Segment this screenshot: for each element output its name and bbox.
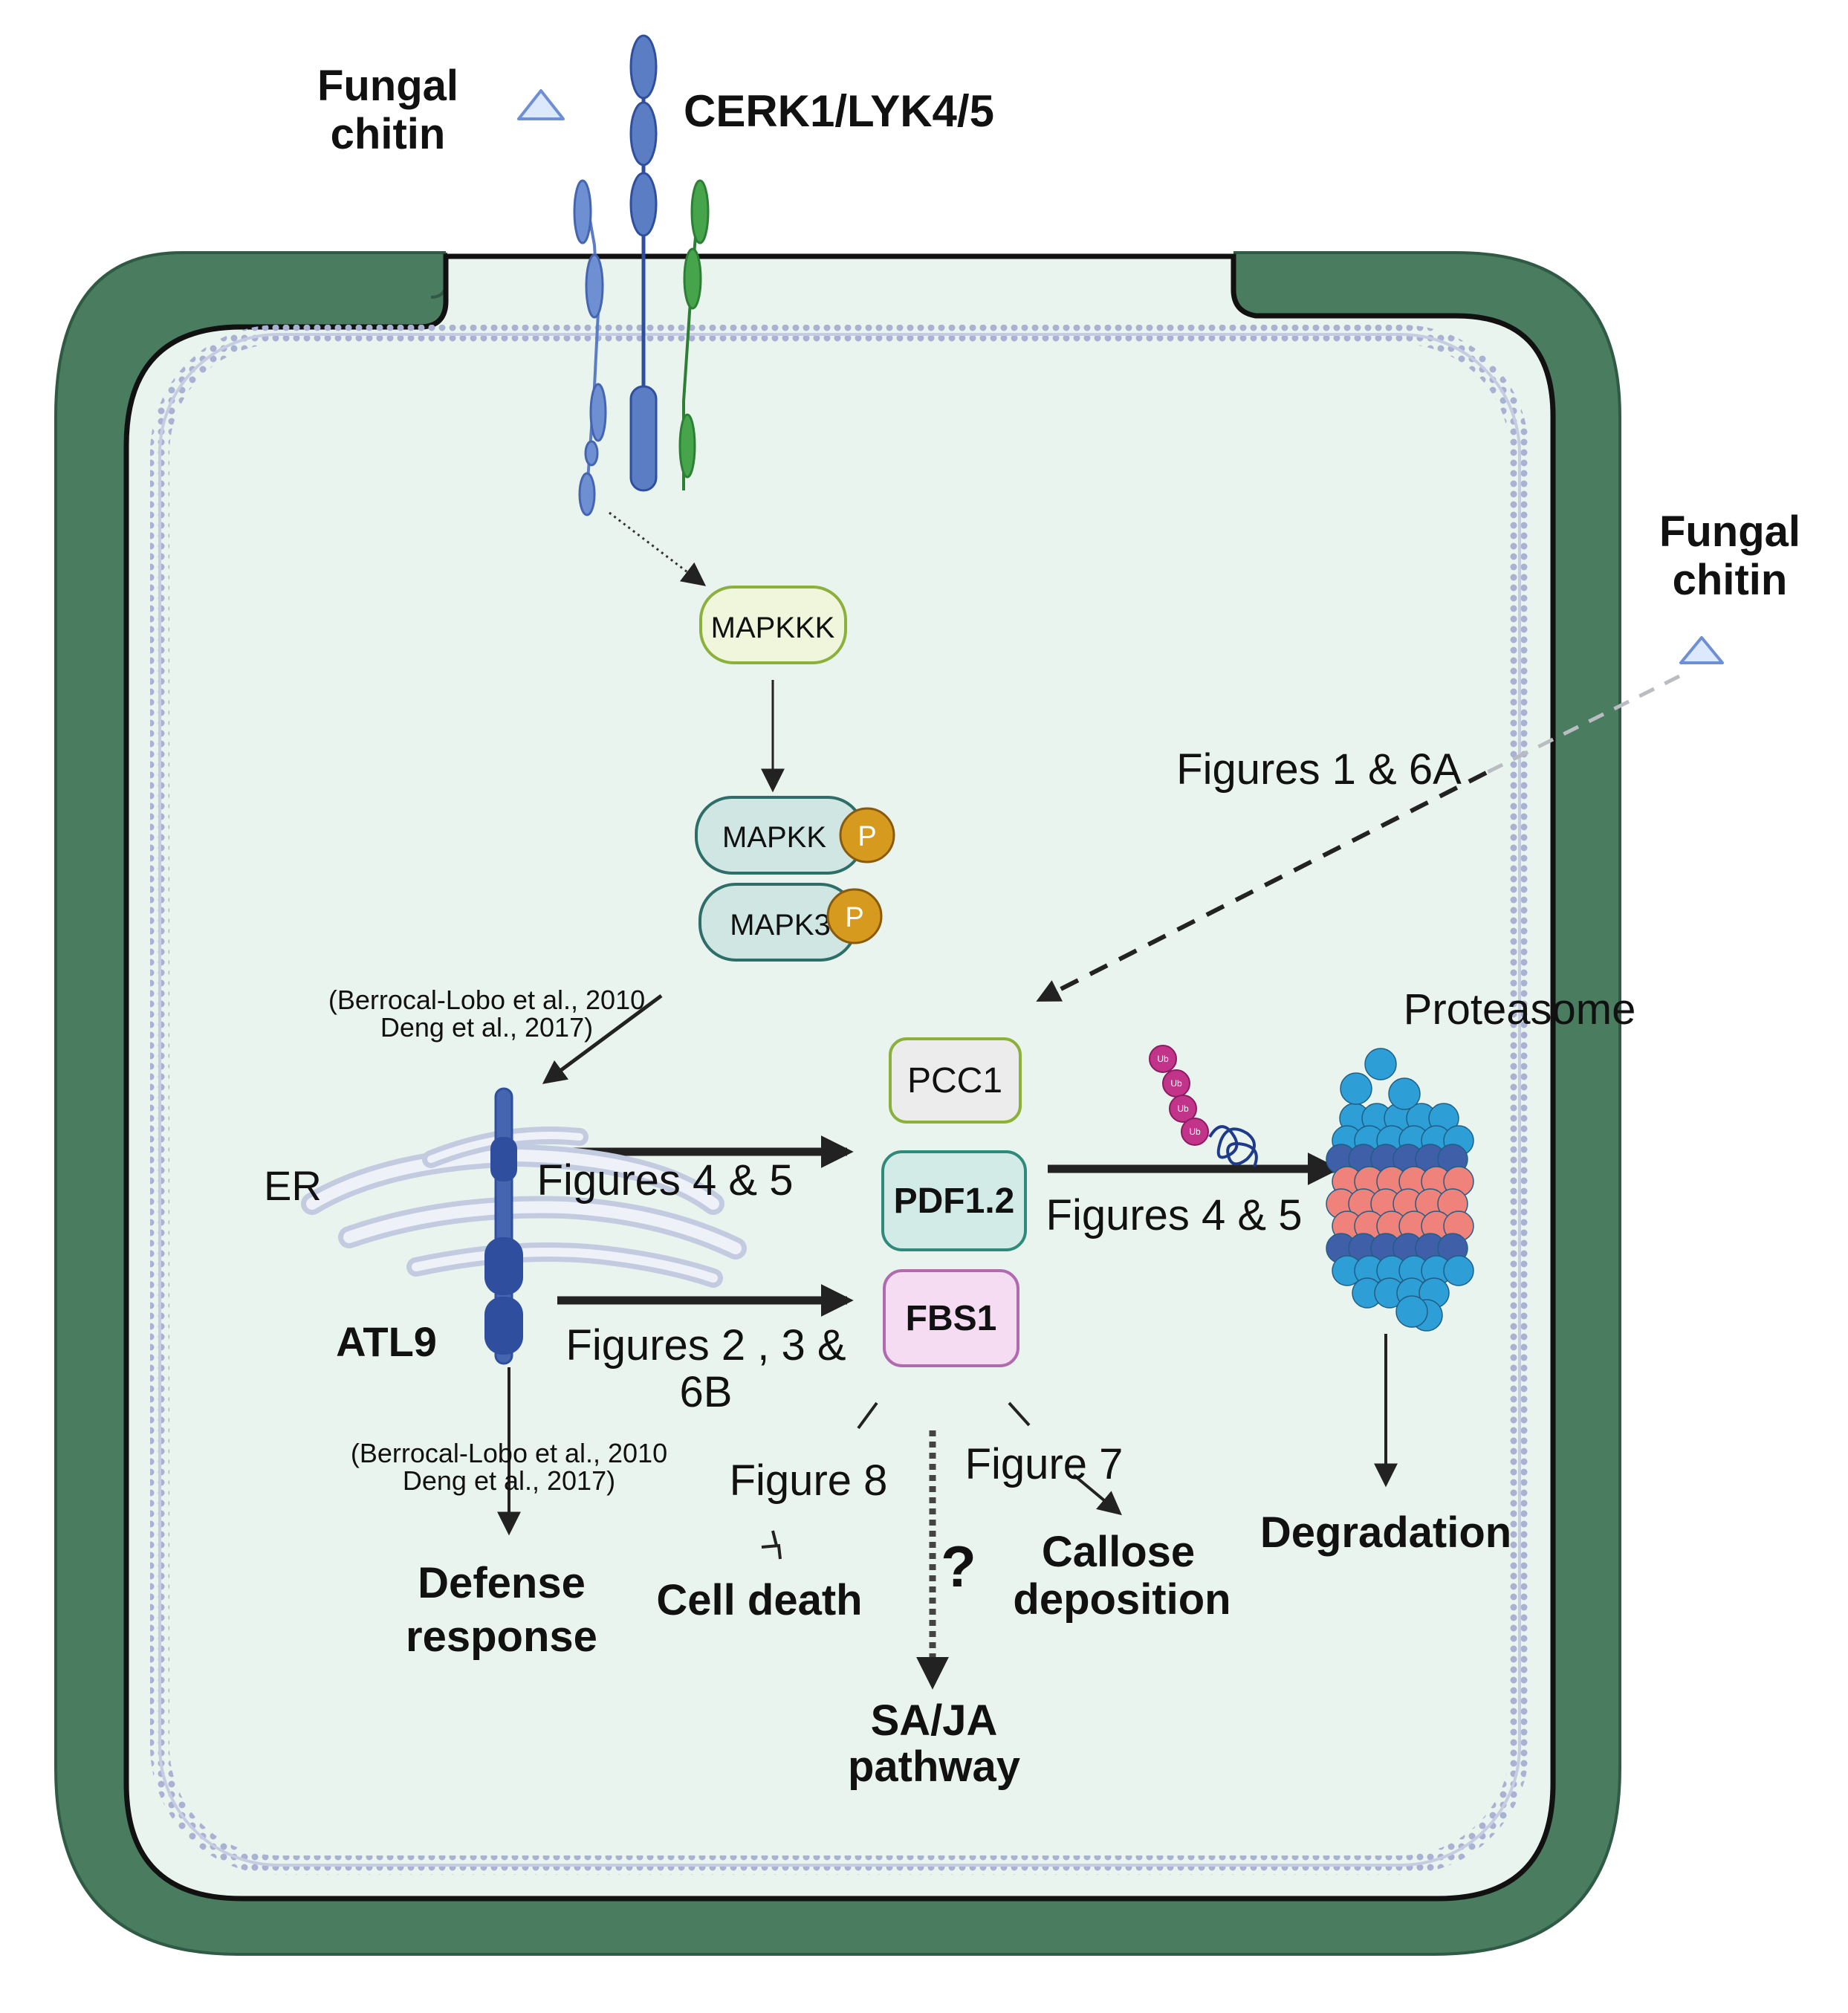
mapk-cascade: MAPKKK MAPKK P MAPK3 P <box>695 586 895 962</box>
fbs1-box <box>883 1269 1019 1367</box>
ub-label: Ub <box>1170 1078 1182 1089</box>
arrow-mapk-to-atl9 <box>542 993 663 1084</box>
atl9-label: ATL9 <box>336 1318 437 1365</box>
proteasome-subunit <box>1388 1077 1421 1110</box>
chitin-triangle-icon <box>517 89 565 120</box>
substrate-coil-icon <box>1208 1125 1258 1167</box>
sa-ja-line2: pathway <box>848 1743 1020 1791</box>
proteasome-beads <box>1326 1048 1474 1332</box>
pdf12-box <box>881 1150 1027 1251</box>
fbs1-label: FBS1 <box>906 1299 997 1338</box>
mapkkk-box <box>699 586 847 664</box>
proteasome-subunit <box>1395 1295 1428 1328</box>
line-fbs1-to-callose <box>1008 1401 1031 1427</box>
figure-ref-4-5-right: Figures 4 & 5 <box>1046 1191 1303 1239</box>
fungal-chitin-top-line2: chitin <box>331 110 446 158</box>
fungal-chitin-right: Fungal chitin <box>1659 508 1800 664</box>
callose-line1: Callose <box>1042 1528 1195 1576</box>
figure-ref-8: Figure 8 <box>730 1456 888 1505</box>
phospho-label-mapkk: P <box>857 821 876 852</box>
ubiquitin-icon <box>1149 1045 1177 1073</box>
ubiquitin-icon <box>1181 1118 1209 1146</box>
mapk3-label: MAPK3 <box>730 909 831 941</box>
citation-lower: (Berrocal-Lobo et al., 2010 Deng et al.,… <box>351 1438 667 1496</box>
phospho-label-mapk3: P <box>845 902 863 933</box>
ubiquitin-chain: Ub Ub Ub Ub <box>1149 1045 1258 1167</box>
endoplasmic-reticulum: ER <box>264 1127 747 1288</box>
fungal-chitin-top: Fungal chitin <box>317 62 565 158</box>
proteasome-label: Proteasome <box>1404 985 1636 1034</box>
defense-response-line1: Defense <box>418 1559 586 1607</box>
pcc1-box <box>889 1037 1022 1124</box>
figure-ref-1-6a: Figures 1 & 6A <box>1176 745 1462 794</box>
arrow-chitin-to-pcc1-faint <box>1485 674 1681 775</box>
fungal-chitin-top-line1: Fungal <box>317 62 458 110</box>
citation-upper-line1: (Berrocal-Lobo et al., 2010 <box>328 985 645 1015</box>
chitin-triangle-icon <box>1679 636 1724 664</box>
plasma-membrane <box>150 325 1529 1875</box>
ub-label: Ub <box>1177 1103 1189 1114</box>
degradation-label: Degradation <box>1260 1508 1511 1557</box>
question-mark: ? <box>941 1534 976 1599</box>
arrow-to-callose <box>1072 1474 1122 1516</box>
cell-death-label: Cell death <box>656 1576 862 1624</box>
er-label: ER <box>264 1162 322 1209</box>
receptor-complex: CERK1/LYK4/5 <box>573 34 994 516</box>
citation-upper: (Berrocal-Lobo et al., 2010 Deng et al.,… <box>328 985 645 1043</box>
pdf12-label: PDF1.2 <box>894 1181 1015 1221</box>
fungal-chitin-right-line2: chitin <box>1673 556 1788 604</box>
arrow-chitin-to-pcc1 <box>1036 771 1488 1002</box>
outcomes: Degradation Defense response Cell death … <box>406 1508 1511 1791</box>
cytoplasm <box>123 253 1556 1902</box>
proteasome-subunit <box>1364 1048 1397 1080</box>
pcc1-label: PCC1 <box>907 1061 1002 1100</box>
arrow-receptor-to-mapkkk <box>609 511 707 586</box>
fungal-chitin-right-line1: Fungal <box>1659 508 1800 556</box>
inhibition-to-cell-death <box>761 1530 782 1560</box>
ubiquitin-icon <box>1169 1095 1197 1123</box>
callose-line2: deposition <box>1013 1575 1231 1624</box>
phospho-icon <box>826 888 883 944</box>
citation-lower-line1: (Berrocal-Lobo et al., 2010 <box>351 1438 667 1468</box>
arrows <box>497 511 1681 1690</box>
target-proteins: PCC1 PDF1.2 FBS1 <box>881 1037 1027 1367</box>
proteasome-subunit <box>1340 1072 1372 1105</box>
proteasome-subunit <box>1443 1255 1474 1286</box>
phospho-icon <box>839 807 895 863</box>
sa-ja-line1: SA/JA <box>871 1696 998 1745</box>
mapkkk-label: MAPKKK <box>711 612 835 644</box>
citation-upper-line2: Deng et al., 2017) <box>380 1012 593 1043</box>
figure-ref-2-3-6b-line2: 6B <box>680 1368 733 1416</box>
mapkk-label: MAPKK <box>722 821 826 854</box>
figure-ref-7: Figure 7 <box>965 1440 1124 1488</box>
proteasome: Proteasome <box>1326 985 1636 1332</box>
defense-response-line2: response <box>406 1612 597 1661</box>
atl9-protein: ATL9 <box>336 1087 523 1365</box>
ub-label: Ub <box>1157 1054 1169 1064</box>
receptor-label: CERK1/LYK4/5 <box>684 86 994 136</box>
figure-ref-4-5-left: Figures 4 & 5 <box>537 1156 794 1205</box>
line-fbs1-to-cell-death <box>857 1401 878 1430</box>
figure-ref-2-3-6b-line1: Figures 2 , 3 & <box>565 1321 846 1369</box>
ub-label: Ub <box>1189 1127 1201 1137</box>
citation-lower-line2: Deng et al., 2017) <box>403 1465 615 1496</box>
